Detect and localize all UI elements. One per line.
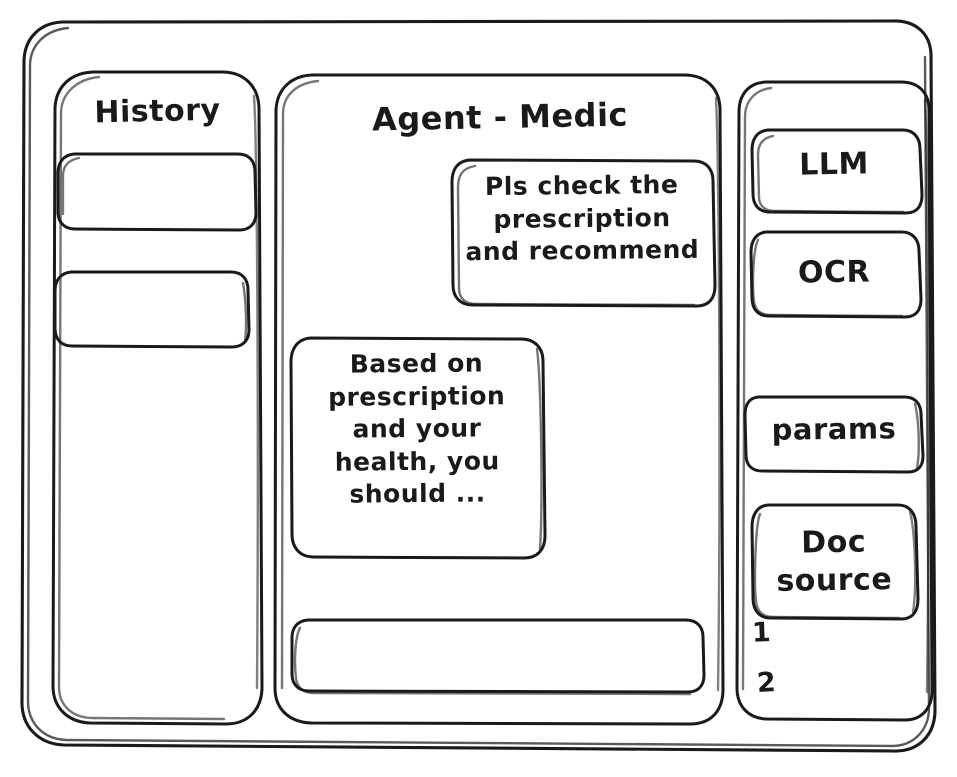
- tool-button-llm[interactable]: LLM: [798, 146, 870, 183]
- page-title: Agent - Medic: [371, 95, 629, 139]
- doc-source-item-2[interactable]: 2: [756, 667, 778, 700]
- sidebar-item-1[interactable]: [58, 154, 256, 230]
- tool-button-doc-source[interactable]: Doc source: [776, 524, 893, 600]
- doc-source-item-1[interactable]: 1: [751, 617, 772, 649]
- tool-button-params[interactable]: params: [771, 411, 897, 447]
- user-message-bubble: Pls check the prescription and recommend: [465, 169, 700, 267]
- history-panel-title: History: [94, 92, 221, 131]
- message-input[interactable]: [292, 620, 704, 692]
- sidebar-item-2[interactable]: [55, 272, 249, 347]
- tool-button-ocr[interactable]: OCR: [797, 254, 871, 291]
- assistant-message-bubble: Based on prescription and your health, y…: [327, 348, 506, 509]
